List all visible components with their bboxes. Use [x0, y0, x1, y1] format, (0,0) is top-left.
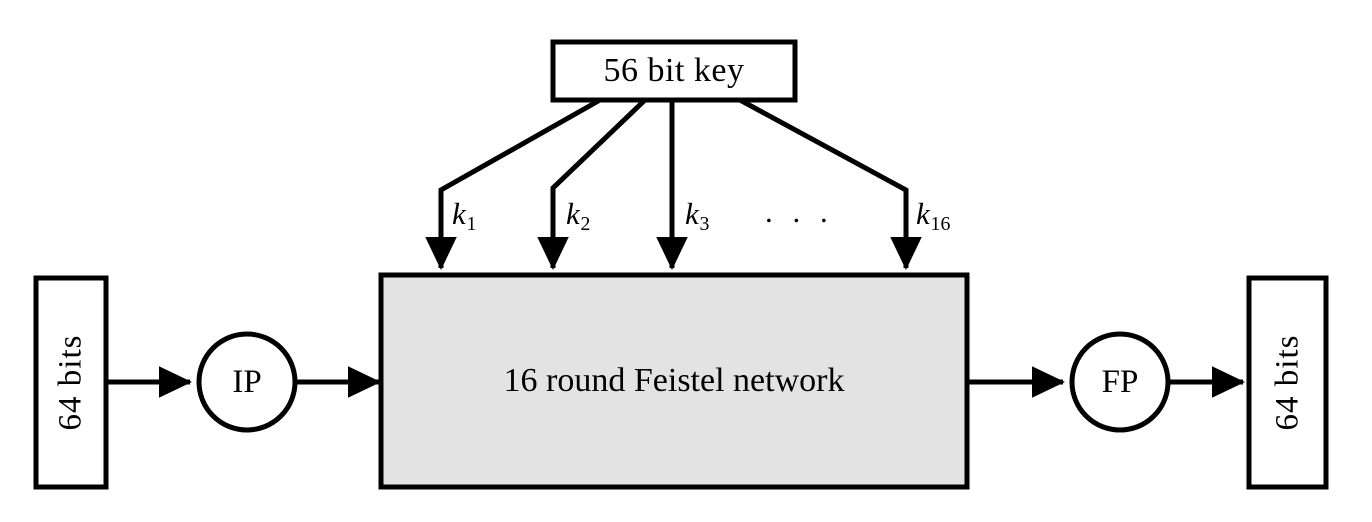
subkey-label-k3: k3 [685, 196, 709, 234]
subkey-symbol: k [566, 196, 580, 231]
feistel-network-rect [378, 272, 970, 490]
input-block-label: 64 bits [36, 278, 106, 487]
key-block-label: 56 bit key [603, 52, 745, 89]
subkey-symbol: k [685, 196, 699, 231]
subkey-label-k1: k1 [452, 196, 476, 234]
subkey-connector-k16 [738, 97, 922, 271]
subkey-label-k2: k2 [566, 196, 590, 234]
subkey-ellipsis: . . . [765, 194, 834, 229]
output-block-label-text: 64 bits [1269, 334, 1305, 431]
output-block-rect [1246, 275, 1329, 490]
subkey-index: 16 [930, 213, 951, 236]
key-block-rect [550, 39, 798, 103]
subkey-connector-k1 [425, 97, 602, 271]
subkey-symbol: k [452, 196, 466, 231]
feistel-network-label: 16 round Feistel network [503, 362, 845, 399]
input-block-rect [33, 275, 109, 490]
subkey-index: 3 [699, 213, 710, 236]
subkey-index: 2 [580, 213, 591, 236]
subkey-connector-k2 [537, 98, 647, 271]
subkey-symbol: k [916, 196, 930, 231]
subkey-index: 1 [466, 213, 477, 236]
initial-permutation-label: IP [232, 363, 262, 400]
output-block-label: 64 bits [1249, 278, 1326, 487]
final-permutation-label: FP [1101, 363, 1139, 400]
subkey-label-k16: k16 [916, 196, 950, 234]
input-block-label-text: 64 bits [52, 334, 89, 431]
